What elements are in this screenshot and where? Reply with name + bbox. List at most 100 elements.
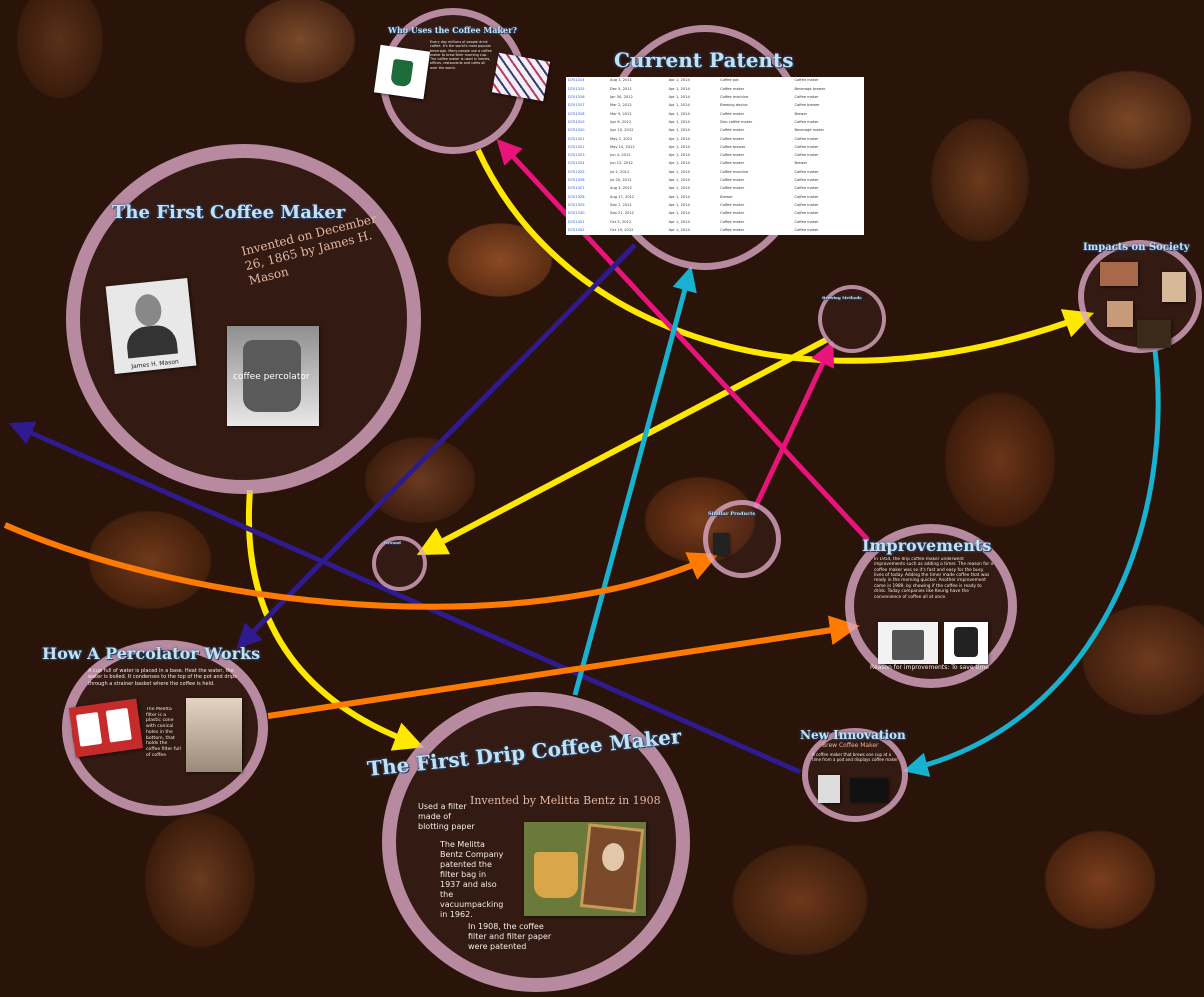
impacts-photo-3 xyxy=(1107,301,1133,327)
arrow-brewing-to-ground xyxy=(416,337,828,555)
portrait-head-icon xyxy=(133,292,163,328)
patent-cell: Apr 1, 2014 xyxy=(668,194,690,199)
patent-cell: Coffee maker xyxy=(720,186,745,191)
patent-number-link[interactable]: D701323 xyxy=(568,153,585,158)
patent-cell: Mar 2, 2012 xyxy=(610,103,632,108)
patent-cell: Apr 10, 2012 xyxy=(610,128,634,133)
patent-number-link[interactable]: D701328 xyxy=(568,194,585,199)
drip-cup-icon xyxy=(534,852,578,898)
patent-cell: Jul 20, 2012 xyxy=(610,178,632,183)
patent-row: D701330 Sep 21, 2012 Apr 1, 2014 Coffee mak… xyxy=(566,210,864,218)
patent-cell: Brewer xyxy=(720,194,733,199)
first-drip-paragraph-3: In 1908, the coffee filter and filter pa… xyxy=(468,922,552,951)
patent-cell: Aug 3, 2012 xyxy=(610,186,632,191)
arrow-improvements-to-who xyxy=(496,138,870,542)
patent-cell: Coffee maker xyxy=(794,194,819,199)
patent-cell: Apr 1, 2014 xyxy=(668,128,690,133)
patent-cell: Oct 5, 2012 xyxy=(610,219,632,224)
patent-cell: Coffee maker xyxy=(720,228,745,233)
patent-number-link[interactable]: D701315 xyxy=(568,86,585,91)
patent-number-link[interactable]: D701326 xyxy=(568,178,585,183)
patent-cell: Apr 1, 2014 xyxy=(668,119,690,124)
patent-number-link[interactable]: D701322 xyxy=(568,144,585,149)
patent-number-link[interactable]: D701320 xyxy=(568,128,585,133)
patent-cell: Coffee brewer xyxy=(794,103,820,108)
patent-cell: Coffee maker xyxy=(720,136,745,141)
patent-cell: Apr 1, 2014 xyxy=(668,186,690,191)
patent-cell: Coffee maker xyxy=(794,178,819,183)
patent-cell: Apr 1, 2014 xyxy=(668,203,690,208)
patent-number-link[interactable]: D701325 xyxy=(568,169,585,174)
arrow-left-to-similar xyxy=(3,522,719,610)
patent-cell: Coffee maker xyxy=(794,94,819,99)
patent-number-link[interactable]: D701316 xyxy=(568,94,585,99)
patent-cell: Coffee maker xyxy=(720,178,745,183)
james-mason-portrait: James H. Mason xyxy=(105,277,197,375)
patent-cell: Coffee maker xyxy=(720,161,745,166)
patent-number-link[interactable]: D701330 xyxy=(568,211,585,216)
patent-cell: Jun 12, 2012 xyxy=(610,161,633,166)
similar-products-title: Similar Products xyxy=(708,511,756,517)
patent-cell: Apr 1, 2014 xyxy=(668,211,690,216)
arrow-similar-to-brewing xyxy=(752,340,835,510)
patent-cell: Apr 1, 2014 xyxy=(668,103,690,108)
patent-cell: Apr 1, 2014 xyxy=(668,153,690,158)
patent-cell: Apr 1, 2014 xyxy=(668,86,690,91)
drip-machine-photo xyxy=(878,622,938,664)
brewing-frame[interactable] xyxy=(818,285,886,353)
filter-box-label-icon-2 xyxy=(105,707,132,743)
patent-cell: Coffee maker xyxy=(794,144,819,149)
patent-number-link[interactable]: D701331 xyxy=(568,219,585,224)
first-coffee-maker-title: The First Coffee Maker xyxy=(112,202,346,223)
patent-cell: Apr 1, 2014 xyxy=(668,219,690,224)
patent-number-link[interactable]: D701317 xyxy=(568,103,585,108)
patent-cell: Sep 21, 2012 xyxy=(610,211,634,216)
patent-number-link[interactable]: D701332 xyxy=(568,228,585,233)
patent-cell: Coffee maker xyxy=(720,86,745,91)
patent-cell: Coffee maker xyxy=(794,78,819,83)
impacts-photo-1 xyxy=(1100,262,1138,286)
bentz-face-icon xyxy=(600,841,626,873)
patent-number-link[interactable]: D701329 xyxy=(568,203,585,208)
patent-cell: Drip coffee maker xyxy=(720,119,753,124)
patent-cell: Coffee maker xyxy=(794,211,819,216)
ground-frame[interactable] xyxy=(372,536,427,591)
arrow-first-to-drip xyxy=(245,489,425,751)
starbucks-cup-photo xyxy=(373,44,431,100)
patent-cell: May 14, 2012 xyxy=(610,144,635,149)
patent-number-link[interactable]: D701314 xyxy=(568,78,585,83)
patent-number-link[interactable]: D701324 xyxy=(568,161,585,166)
patent-cell: Coffee machine xyxy=(720,94,749,99)
patent-number-link[interactable]: D701327 xyxy=(568,186,585,191)
patent-cell: Apr 1, 2014 xyxy=(668,144,690,149)
patent-row: D701327 Aug 3, 2012 Apr 1, 2014 Coffee make… xyxy=(566,185,864,193)
patent-cell: Jun 4, 2012 xyxy=(610,153,631,158)
bentz-portrait-frame xyxy=(579,823,645,913)
patent-number-link[interactable]: D701318 xyxy=(568,111,585,116)
patent-cell: Apr 1, 2014 xyxy=(668,228,690,233)
keurig-photo xyxy=(944,622,988,664)
patent-number-link[interactable]: D701319 xyxy=(568,119,585,124)
new-innovation-title: New Innovation xyxy=(800,728,906,742)
melitta-bentz-photo xyxy=(524,822,646,916)
patent-cell: Aug 1, 2011 xyxy=(610,78,632,83)
starbucks-logo-icon xyxy=(390,58,414,88)
melitta-cone-photo xyxy=(186,698,242,772)
percolator-text: A cup full of water is placed in a base.… xyxy=(88,668,237,687)
patent-cell: Coffee maker xyxy=(720,211,745,216)
patent-cell: Beverage brewer xyxy=(794,86,826,91)
patent-cell: Apr 1, 2014 xyxy=(668,94,690,99)
arrow-innovation-to-left xyxy=(8,421,802,775)
patent-number-link[interactable]: D701321 xyxy=(568,136,585,141)
innovation-device-photo xyxy=(850,778,888,802)
